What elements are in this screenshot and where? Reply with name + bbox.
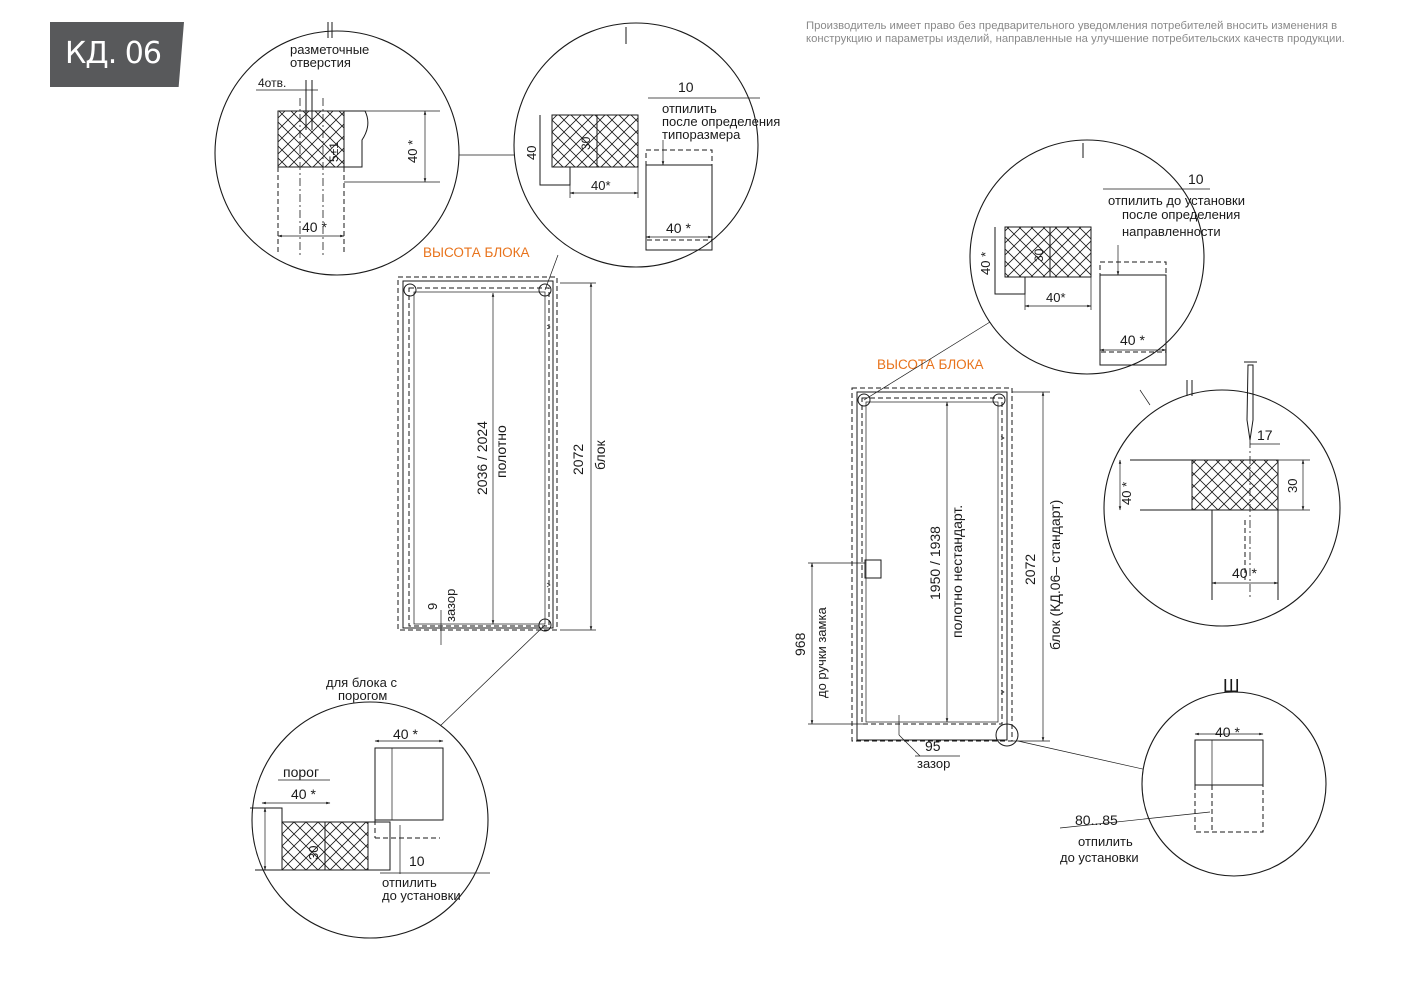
- ri-saw-line2: после определения: [1122, 207, 1240, 222]
- right-frame: [856, 391, 1008, 741]
- left-leaf-outline: [408, 287, 550, 627]
- ii-width-dim: 40 *: [302, 219, 327, 235]
- ri-dim-30: 30: [1032, 248, 1046, 262]
- right-detail-I: 10 отпилить до установки после определен…: [969, 139, 1245, 375]
- marking-holes-line1: разметочные: [290, 42, 369, 57]
- threshold-saw-line2: до установки: [382, 888, 461, 903]
- hinge-marks: [546, 324, 551, 588]
- threshold-dim-30: 30: [306, 846, 321, 860]
- threshold-label: порог: [283, 764, 319, 780]
- rii-dim-40-left: 40 *: [1119, 482, 1134, 505]
- threshold-caption-line1: для блока с: [326, 675, 397, 690]
- ri-saw-line1: отпилить до установки: [1108, 193, 1245, 208]
- riii-roman: Ш: [1223, 676, 1240, 696]
- right-gap-dim: 95: [925, 738, 941, 754]
- detail-marker-threshold: [538, 618, 552, 632]
- threshold-dim-40: 40 *: [291, 786, 316, 802]
- threshold-saw-line1: отпилить: [382, 875, 437, 890]
- detail-marker-II: [403, 283, 417, 297]
- right-detail-III: Ш 40 * 80...85 отпилить до установки: [1059, 676, 1327, 877]
- i-dim-40-bottom: 40 *: [666, 220, 691, 236]
- marking-holes-line2: отверстия: [290, 55, 351, 70]
- ri-dim-40-bottom: 40 *: [1120, 332, 1145, 348]
- left-gap-dim: 9: [425, 603, 440, 610]
- threshold-dim-10: 10: [409, 853, 425, 869]
- detail-marker-I-right: [857, 393, 871, 407]
- right-gap-label: зазор: [917, 756, 950, 771]
- right-hinge-marks: [1000, 435, 1005, 695]
- manufacturer-disclaimer: Производитель имеет право без предварите…: [806, 20, 1345, 45]
- nail-icon: [1246, 364, 1254, 441]
- left-detail-I: 10 отпилить после определения типоразмер…: [513, 22, 780, 268]
- ii-height-dim: 40 *: [405, 140, 420, 163]
- left-detail-threshold: для блока с порогом 40 * порог 40 * 30 1…: [250, 675, 490, 939]
- ri-saw-line3: направленности: [1122, 224, 1221, 239]
- right-leaf: [865, 401, 999, 723]
- rii-dim-30: 30: [1285, 479, 1300, 493]
- right-block-outline: [851, 387, 1013, 742]
- holes-count: 4отв.: [258, 76, 286, 90]
- left-gap-label: зазор: [443, 589, 458, 622]
- document-code-label: КД. 06: [65, 36, 162, 71]
- document-code-badge: КД. 06: [50, 22, 184, 87]
- right-block-label: блок (КД.06– стандарт): [1047, 500, 1063, 650]
- left-block-height-label: ВЫСОТА БЛОКА: [423, 245, 530, 260]
- left-leaf-dim: 2036 / 2024: [474, 421, 490, 495]
- lock-handle-plate: [864, 559, 882, 579]
- left-frame: [402, 280, 554, 629]
- right-detail-II: 17 30 40 * 40 *: [1103, 361, 1341, 627]
- left-detail-II: разметочные отверстия 4отв. 40 * 5±1 40 …: [214, 22, 460, 276]
- ri-dim-40-left: 40 *: [978, 252, 993, 275]
- right-door-block: 1950 / 1938 полотно нестандарт. 2072 бло…: [792, 321, 1151, 771]
- left-door-block: 2036 / 2024 полотно 2072 блок 9 зазор ВЫ…: [397, 154, 608, 729]
- right-leaf-dim: 1950 / 1938: [927, 526, 943, 600]
- left-block-dim: 2072: [570, 444, 586, 475]
- i-saw-line1: отпилить: [662, 101, 717, 116]
- right-block-dim: 2072: [1022, 554, 1038, 585]
- left-leaf: [413, 291, 546, 625]
- left-block-label: блок: [592, 439, 608, 470]
- left-leaf-label: полотно: [493, 425, 509, 478]
- right-handle-dim: 968: [792, 632, 808, 656]
- i-dim-30: 30: [579, 136, 593, 150]
- riii-saw-line2: до установки: [1060, 850, 1139, 865]
- riii-range-dim: 80...85: [1075, 812, 1118, 828]
- i-saw-line2: после определения: [662, 114, 780, 129]
- detail-marker-II-right: [992, 393, 1006, 407]
- i-dim-40-mid: 40*: [591, 178, 611, 193]
- ri-dim-10: 10: [1188, 171, 1204, 187]
- ii-depth-dim: 5±1: [327, 142, 341, 162]
- right-leaf-label: полотно нестандарт.: [949, 505, 965, 638]
- i-dim-40-left: 40: [524, 146, 539, 160]
- rii-dim-17: 17: [1257, 427, 1273, 443]
- rii-dim-40-bottom: 40 *: [1232, 565, 1257, 581]
- riii-saw-line1: отпилить: [1078, 834, 1133, 849]
- i-saw-line3: типоразмера: [662, 127, 741, 142]
- threshold-caption-line2: порогом: [338, 688, 387, 703]
- ri-dim-40-mid: 40*: [1046, 290, 1066, 305]
- riii-dim-40-top: 40 *: [1215, 724, 1240, 740]
- i-dim-10: 10: [678, 79, 694, 95]
- detail-marker-III-right: [995, 723, 1019, 747]
- right-block-height-label: ВЫСОТА БЛОКА: [877, 357, 984, 372]
- detail-marker-I: [538, 283, 552, 297]
- threshold-dim-40-top: 40 *: [393, 726, 418, 742]
- right-handle-label: до ручки замка: [814, 607, 829, 698]
- right-leaf-outline: [861, 397, 1003, 725]
